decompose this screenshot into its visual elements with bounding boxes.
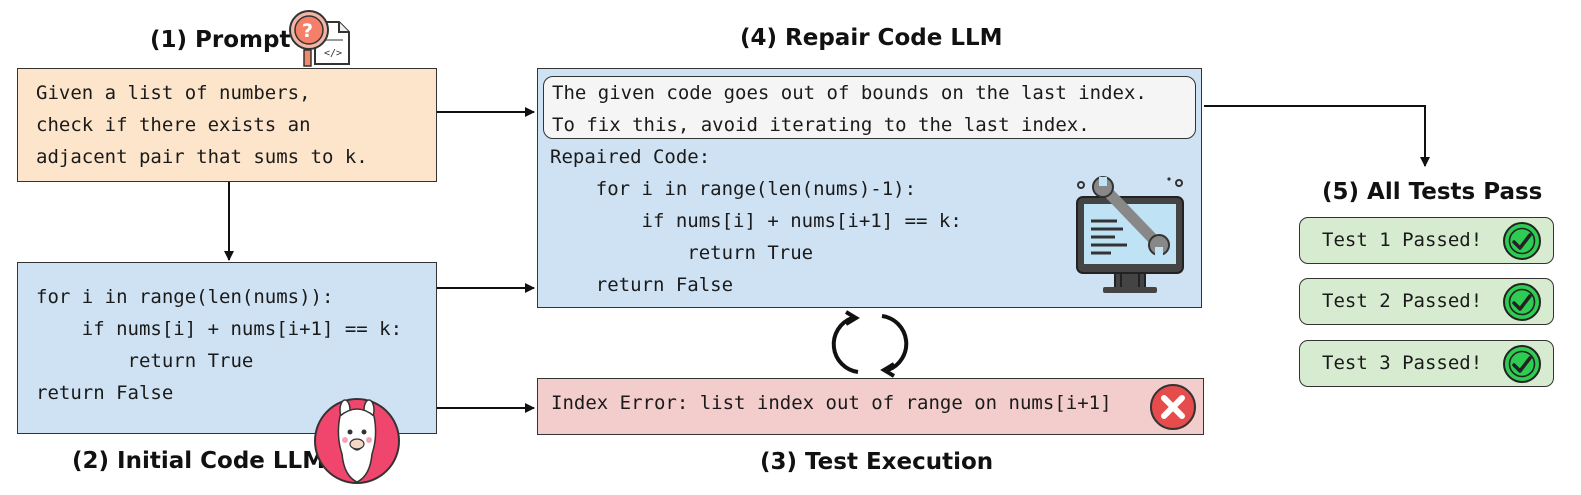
svg-text:?: ? (302, 20, 313, 42)
error-x-icon (1150, 384, 1196, 430)
initial-code-title: (2) Initial Code LLM (72, 448, 326, 474)
prompt-line-3: adjacent pair that sums to k. (36, 146, 368, 168)
execution-error-box: Index Error: list index out of range on … (537, 378, 1204, 435)
repaired-code-line-1: for i in range(len(nums)-1): (550, 178, 917, 200)
initial-code-line-3: return True (36, 350, 254, 372)
test-result-1-label: Test 1 Passed! (1322, 229, 1483, 251)
prompt-title: (1) Prompt (150, 27, 291, 53)
prompt-box: Given a list of numbers, check if there … (17, 68, 437, 182)
arrow-repair-to-tests (1204, 105, 1430, 167)
execution-title: (3) Test Execution (760, 449, 994, 475)
explanation-line-1: The given code goes out of bounds on the… (552, 82, 1147, 104)
repair-title: (4) Repair Code LLM (740, 25, 1003, 51)
repaired-code-line-3: return True (550, 242, 814, 264)
repair-explanation: The given code goes out of bounds on the… (543, 76, 1196, 139)
check-circle-icon (1503, 283, 1541, 321)
repaired-code-line-2: if nums[i] + nums[i+1] == k: (550, 210, 962, 232)
llama-avatar-icon (314, 398, 400, 484)
test-result-2-label: Test 2 Passed! (1322, 290, 1483, 312)
prompt-line-2: check if there exists an (36, 114, 311, 136)
test-result-3-label: Test 3 Passed! (1322, 352, 1483, 374)
refresh-cycle-icon (831, 310, 909, 378)
repaired-code-line-4: return False (550, 274, 734, 296)
question-document-icon: </> ? (289, 10, 350, 67)
test-result-1: Test 1 Passed! (1299, 217, 1554, 264)
tests-title: (5) All Tests Pass (1322, 179, 1543, 205)
repaired-code-block: Repaired Code: for i in range(len(nums)-… (550, 141, 962, 301)
prompt-line-1: Given a list of numbers, (36, 82, 311, 104)
monitor-wrench-icon (1076, 176, 1184, 293)
svg-text:</>: </> (324, 48, 342, 59)
repaired-code-label: Repaired Code: (550, 146, 711, 168)
repair-box: The given code goes out of bounds on the… (537, 68, 1202, 308)
execution-error-text: Index Error: list index out of range on … (551, 392, 1112, 414)
initial-code-line-1: for i in range(len(nums)): (36, 286, 334, 308)
initial-code-line-2: if nums[i] + nums[i+1] == k: (36, 318, 403, 340)
initial-code-line-4: return False (36, 382, 174, 404)
check-circle-icon (1503, 222, 1541, 260)
explanation-line-2: To fix this, avoid iterating to the last… (552, 114, 1090, 136)
check-circle-icon (1503, 345, 1541, 383)
